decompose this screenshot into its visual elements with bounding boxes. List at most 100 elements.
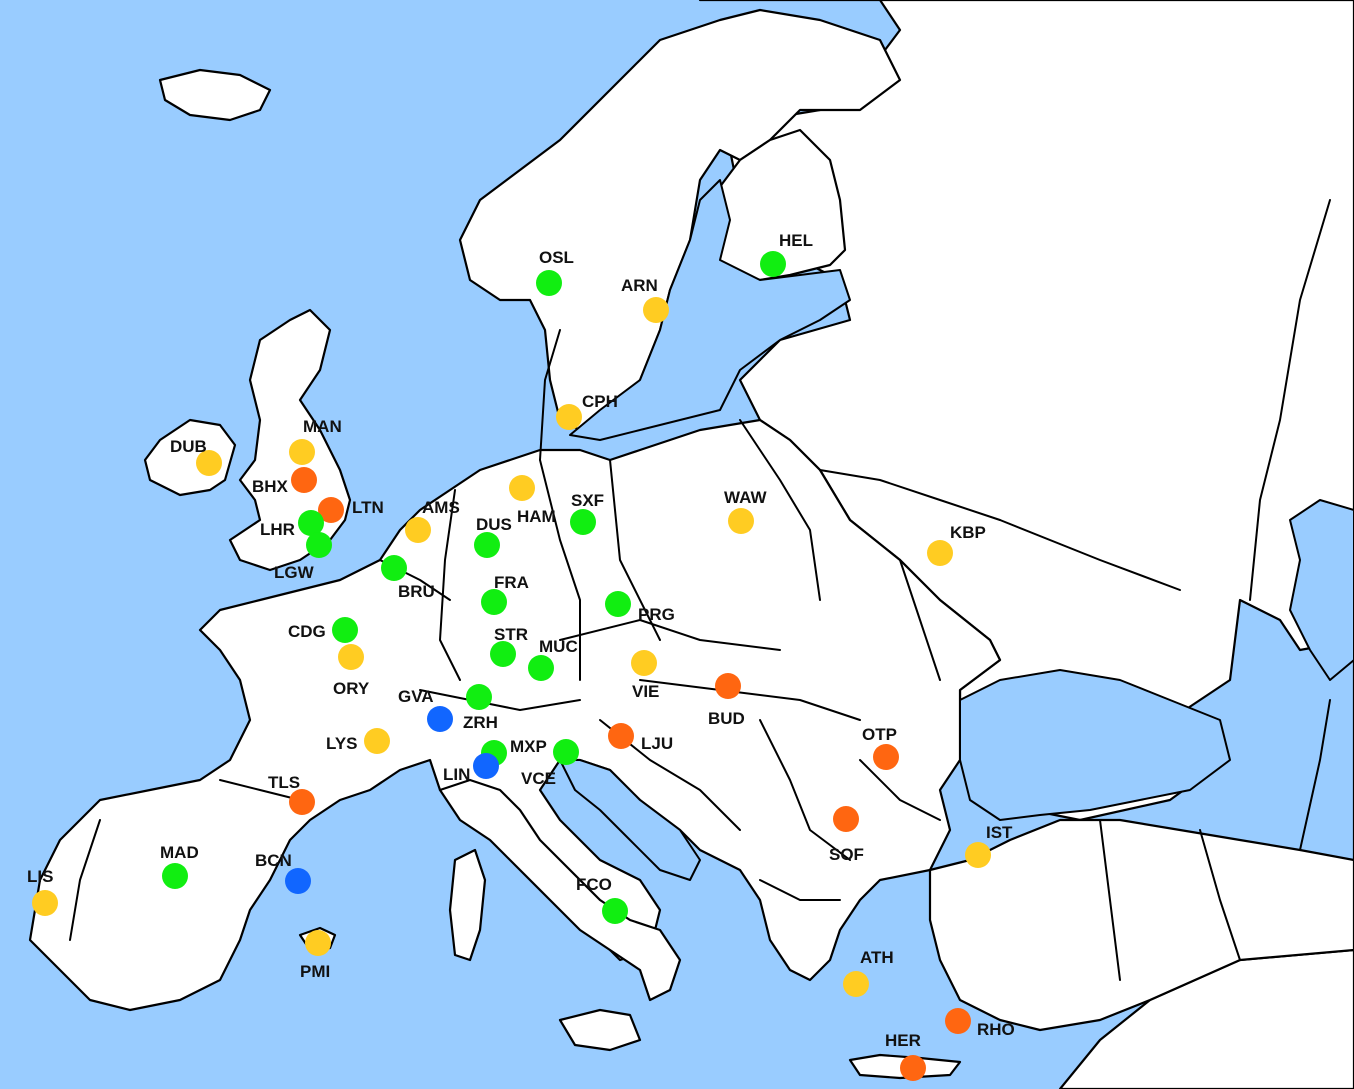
airport-marker-yellow[interactable]	[631, 650, 657, 676]
airport-marker-green[interactable]	[466, 684, 492, 710]
airport-sxf[interactable]: SXF	[570, 491, 604, 535]
airport-bcn[interactable]: BCN	[255, 851, 311, 894]
baltic-sea	[569, 179, 851, 441]
airport-arn[interactable]: ARN	[621, 276, 669, 323]
airport-marker-orange[interactable]	[318, 497, 344, 523]
airport-prg[interactable]: PRG	[605, 591, 675, 624]
airport-marker-yellow[interactable]	[927, 540, 953, 566]
airport-marker-green[interactable]	[306, 532, 332, 558]
airport-lys[interactable]: LYS	[326, 728, 390, 754]
airport-label: CDG	[288, 622, 326, 641]
airport-pmi[interactable]: PMI	[300, 930, 331, 981]
airport-marker-green[interactable]	[553, 739, 579, 765]
airport-marker-green[interactable]	[605, 591, 631, 617]
airport-lis[interactable]: LIS	[27, 867, 58, 916]
airport-waw[interactable]: WAW	[724, 488, 767, 534]
airport-marker-orange[interactable]	[900, 1055, 926, 1081]
airport-cdg[interactable]: CDG	[288, 617, 358, 643]
airport-fra[interactable]: FRA	[481, 573, 529, 615]
airport-marker-blue[interactable]	[473, 753, 499, 779]
airport-marker-yellow[interactable]	[196, 450, 222, 476]
airport-marker-blue[interactable]	[285, 868, 311, 894]
airport-marker-green[interactable]	[570, 509, 596, 535]
airport-label: LYS	[326, 734, 358, 753]
airport-gva[interactable]: GVA	[398, 687, 453, 732]
airport-fco[interactable]: FCO	[576, 875, 628, 924]
airport-her[interactable]: HER	[885, 1031, 926, 1081]
airport-marker-blue[interactable]	[427, 706, 453, 732]
airport-marker-orange[interactable]	[608, 723, 634, 749]
airport-str[interactable]: STR	[490, 625, 528, 667]
airport-zrh[interactable]: ZRH	[463, 684, 498, 732]
airport-muc[interactable]: MUC	[528, 637, 578, 681]
airport-marker-yellow[interactable]	[338, 644, 364, 670]
land-turkey	[928, 818, 1354, 1032]
airport-cph[interactable]: CPH	[556, 392, 618, 430]
airport-marker-green[interactable]	[332, 617, 358, 643]
airport-marker-orange[interactable]	[291, 467, 317, 493]
airport-label: OSL	[539, 248, 574, 267]
airport-marker-green[interactable]	[162, 863, 188, 889]
land-sicily	[558, 1008, 642, 1052]
airport-marker-green[interactable]	[490, 641, 516, 667]
airport-ltn[interactable]: LTN	[318, 497, 384, 523]
airport-marker-green[interactable]	[474, 532, 500, 558]
airport-marker-yellow[interactable]	[965, 842, 991, 868]
airport-tls[interactable]: TLS	[268, 773, 315, 815]
airport-kbp[interactable]: KBP	[927, 523, 986, 566]
airport-dub[interactable]: DUB	[170, 437, 222, 476]
airport-mad[interactable]: MAD	[160, 843, 199, 889]
airport-marker-yellow[interactable]	[364, 728, 390, 754]
airport-rho[interactable]: RHO	[945, 1008, 1015, 1039]
airport-bud[interactable]: BUD	[708, 673, 745, 728]
airport-label: BUD	[708, 709, 745, 728]
airport-label: MAN	[303, 417, 342, 436]
airport-marker-yellow[interactable]	[289, 439, 315, 465]
airport-marker-yellow[interactable]	[32, 890, 58, 916]
airport-dus[interactable]: DUS	[474, 515, 512, 558]
airport-ham[interactable]: HAM	[509, 475, 556, 526]
airport-marker-green[interactable]	[602, 898, 628, 924]
airport-label: PMI	[300, 962, 330, 981]
airport-vce[interactable]: VCE	[521, 739, 579, 788]
airport-ory[interactable]: ORY	[333, 644, 370, 698]
airport-marker-green[interactable]	[381, 555, 407, 581]
airport-marker-yellow[interactable]	[728, 508, 754, 534]
airport-lju[interactable]: LJU	[608, 723, 673, 753]
airport-label: WAW	[724, 488, 767, 507]
airport-vie[interactable]: VIE	[631, 650, 659, 701]
airport-marker-orange[interactable]	[833, 806, 859, 832]
airport-marker-yellow[interactable]	[643, 297, 669, 323]
airport-marker-green[interactable]	[760, 251, 786, 277]
airport-sof[interactable]: SOF	[829, 806, 864, 864]
airport-hel[interactable]: HEL	[760, 231, 813, 277]
airport-marker-yellow[interactable]	[556, 404, 582, 430]
airport-otp[interactable]: OTP	[862, 725, 899, 770]
airport-marker-orange[interactable]	[289, 789, 315, 815]
airport-marker-orange[interactable]	[715, 673, 741, 699]
airport-marker-green[interactable]	[528, 655, 554, 681]
airport-lin[interactable]: LIN	[443, 753, 499, 784]
airport-marker-yellow[interactable]	[509, 475, 535, 501]
airport-marker-green[interactable]	[481, 589, 507, 615]
airport-osl[interactable]: OSL	[536, 248, 574, 296]
airport-marker-orange[interactable]	[945, 1008, 971, 1034]
airport-lhr[interactable]: LHR	[260, 510, 324, 539]
airport-bhx[interactable]: BHX	[252, 467, 317, 496]
airport-marker-orange[interactable]	[873, 744, 899, 770]
airport-ath[interactable]: ATH	[843, 948, 894, 997]
airport-man[interactable]: MAN	[289, 417, 342, 465]
airport-bru[interactable]: BRU	[381, 555, 435, 601]
airport-ist[interactable]: IST	[965, 823, 1013, 868]
airport-ams[interactable]: AMS	[405, 498, 460, 543]
airport-marker-green[interactable]	[536, 270, 562, 296]
airport-label: MAD	[160, 843, 199, 862]
airport-marker-yellow[interactable]	[843, 971, 869, 997]
airport-lgw[interactable]: LGW	[274, 532, 332, 582]
airport-marker-yellow[interactable]	[405, 517, 431, 543]
airport-marker-yellow[interactable]	[305, 930, 331, 956]
airport-label: SXF	[571, 491, 604, 510]
airport-marker-green[interactable]	[298, 510, 324, 536]
